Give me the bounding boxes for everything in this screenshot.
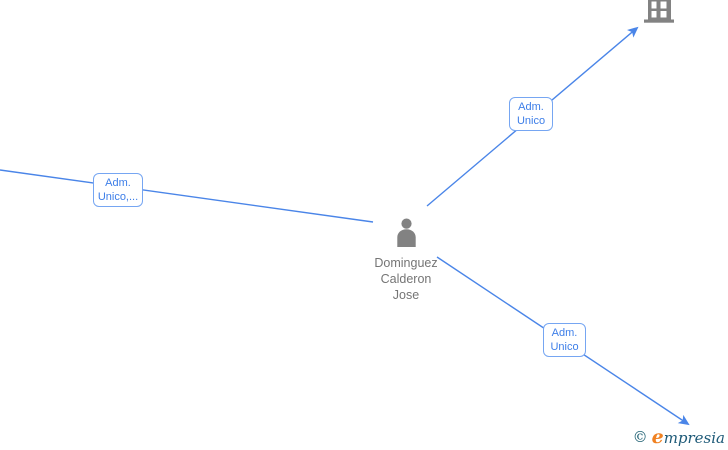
edge-label-adm-unico-left[interactable]: Adm. Unico,... [93,173,143,207]
edge-label-adm-unico-bottom[interactable]: Adm. Unico [543,323,586,357]
edge-left-to-person [0,169,374,223]
edge-label-line: Unico [550,341,579,353]
logo-brand-text: mpresia [663,429,725,447]
edge-label-line: Adm. [518,101,544,113]
person-name-line: Calderon [380,272,432,286]
person-icon [396,218,416,247]
empresia-logo[interactable]: ©empresia [633,426,725,448]
edge-label-line: Adm. [551,327,578,339]
person-name-line: Dominguez [374,256,438,270]
edge-label-adm-unico-top[interactable]: Adm. Unico [509,97,553,131]
edge-label-line: Adm. [105,177,131,189]
node-company[interactable] [644,0,674,23]
copyright-icon: © [632,428,648,446]
person-name-line: Jose [392,288,420,302]
person-name: Dominguez Calderon Jose [345,255,467,303]
edge-label-line: Unico [516,115,546,127]
edge-label-line: Unico,... [97,191,139,203]
logo-brand-initial: e [651,426,664,448]
node-person-dominguez-calderon-jose[interactable]: Dominguez Calderon Jose [345,217,467,303]
building-icon [644,0,674,23]
